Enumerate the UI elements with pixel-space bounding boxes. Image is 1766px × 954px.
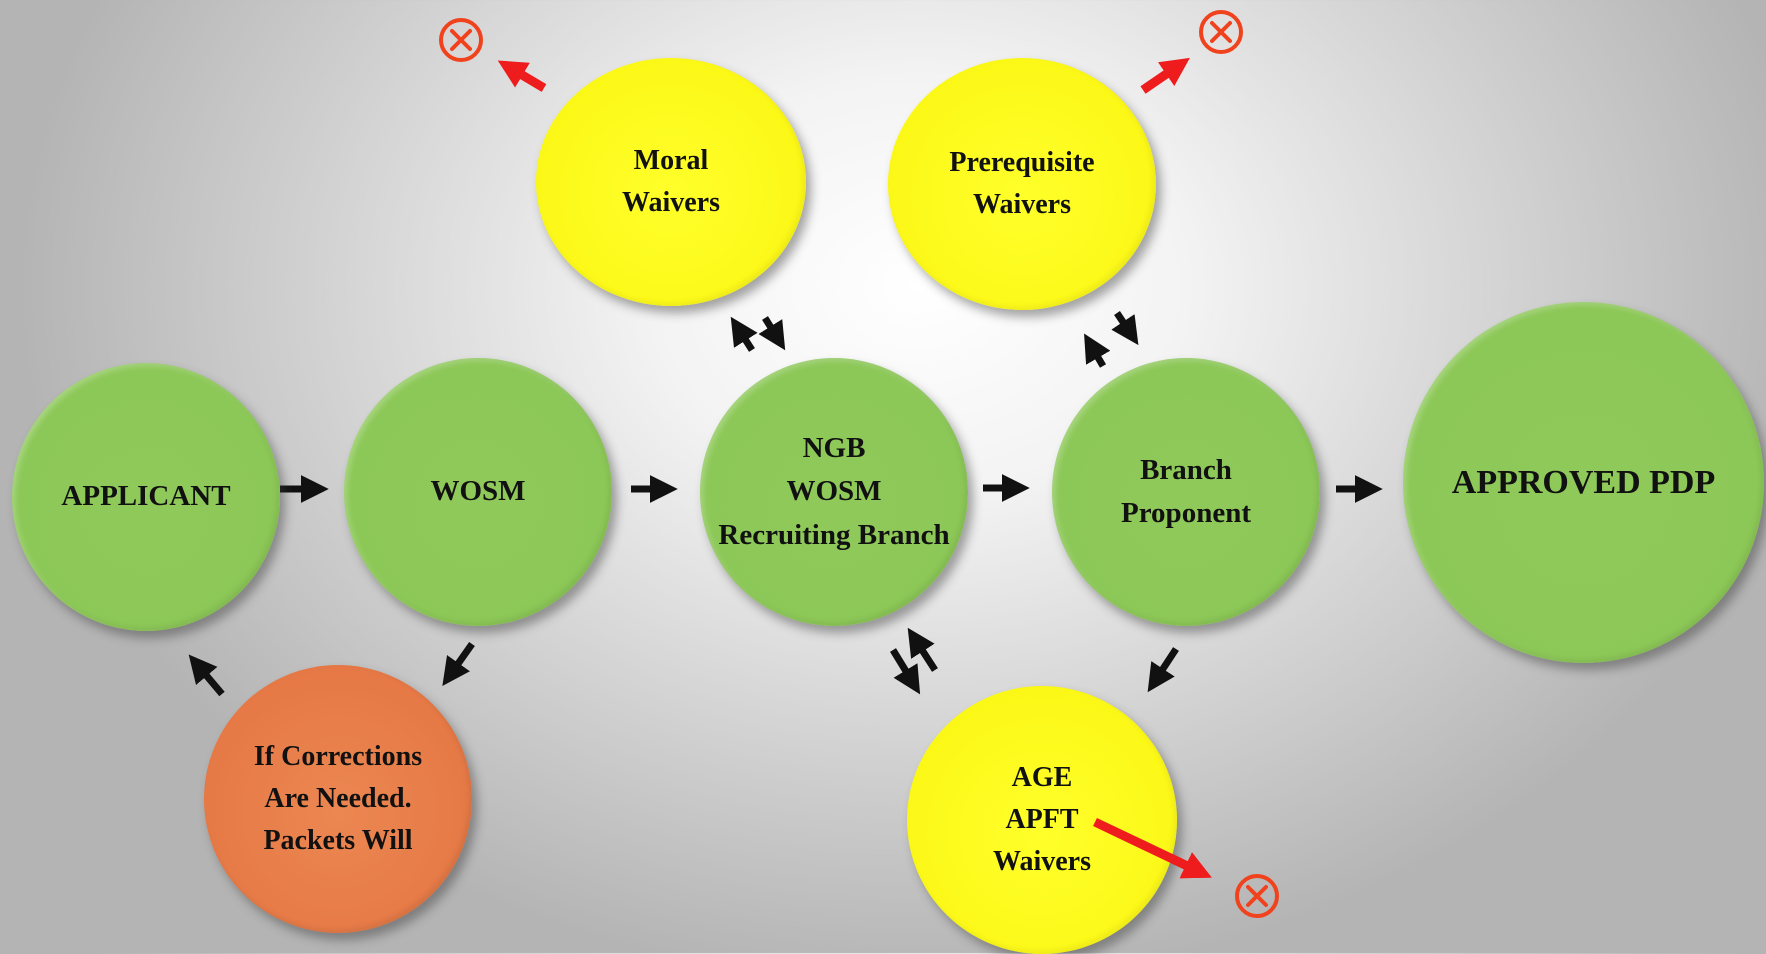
node-label: Waivers	[993, 846, 1091, 877]
node-prerequisite-waivers: Prerequisite Waivers	[888, 58, 1156, 310]
node-label: Moral	[633, 145, 709, 176]
circle-x-icon	[1199, 10, 1243, 54]
node-approved-pdp: APPROVED PDP	[1403, 302, 1764, 663]
node-label: Branch	[1140, 453, 1232, 486]
node-moral-waivers: Moral Waivers	[536, 58, 806, 306]
reject-arrow-prereq	[1140, 57, 1190, 94]
arrow-moral-to-ngb	[758, 316, 786, 351]
node-corrections: If Corrections Are Needed. Packets Will	[204, 665, 472, 933]
arrow-branch-to-age	[1147, 647, 1179, 693]
node-label: Recruiting Branch	[718, 518, 950, 551]
arrow-ngb-to-age	[890, 648, 921, 695]
node-label: Are Needed.	[264, 783, 412, 814]
node-label: APPLICANT	[61, 480, 231, 513]
node-label: Packets Will	[263, 825, 413, 856]
arrow-prereq-to-branch	[1111, 311, 1139, 346]
node-label: APPROVED PDP	[1451, 464, 1716, 501]
node-label: NGB	[802, 431, 866, 464]
node-branch-proponent: Branch Proponent	[1052, 358, 1320, 626]
node-label: Waivers	[973, 189, 1071, 220]
node-wosm: WOSM	[344, 358, 612, 626]
node-label: APFT	[1005, 804, 1079, 835]
arrow-age-to-ngb	[907, 627, 938, 672]
node-label: Waivers	[622, 187, 720, 218]
node-label: WOSM	[430, 475, 526, 508]
circle-x-icon	[439, 18, 483, 62]
node-label: Proponent	[1121, 497, 1251, 529]
node-label: WOSM	[786, 475, 882, 508]
arrow-branch-to-prereq	[1084, 333, 1111, 368]
reject-arrow-moral	[497, 60, 547, 92]
node-ngb-recruiting-branch: NGB WOSM Recruiting Branch	[700, 358, 968, 626]
arrow-corrections-to-applicant	[188, 654, 225, 697]
circle-x-icon	[1235, 874, 1279, 918]
node-label: AGE	[1011, 762, 1073, 793]
node-label: If Corrections	[253, 741, 423, 772]
node-age-apft-waivers: AGE APFT Waivers	[907, 686, 1177, 954]
node-applicant: APPLICANT	[12, 363, 280, 631]
node-label: Prerequisite	[949, 147, 1095, 178]
arrow-ngb-to-moral	[730, 316, 758, 352]
arrow-wosm-to-corrections	[442, 641, 475, 687]
